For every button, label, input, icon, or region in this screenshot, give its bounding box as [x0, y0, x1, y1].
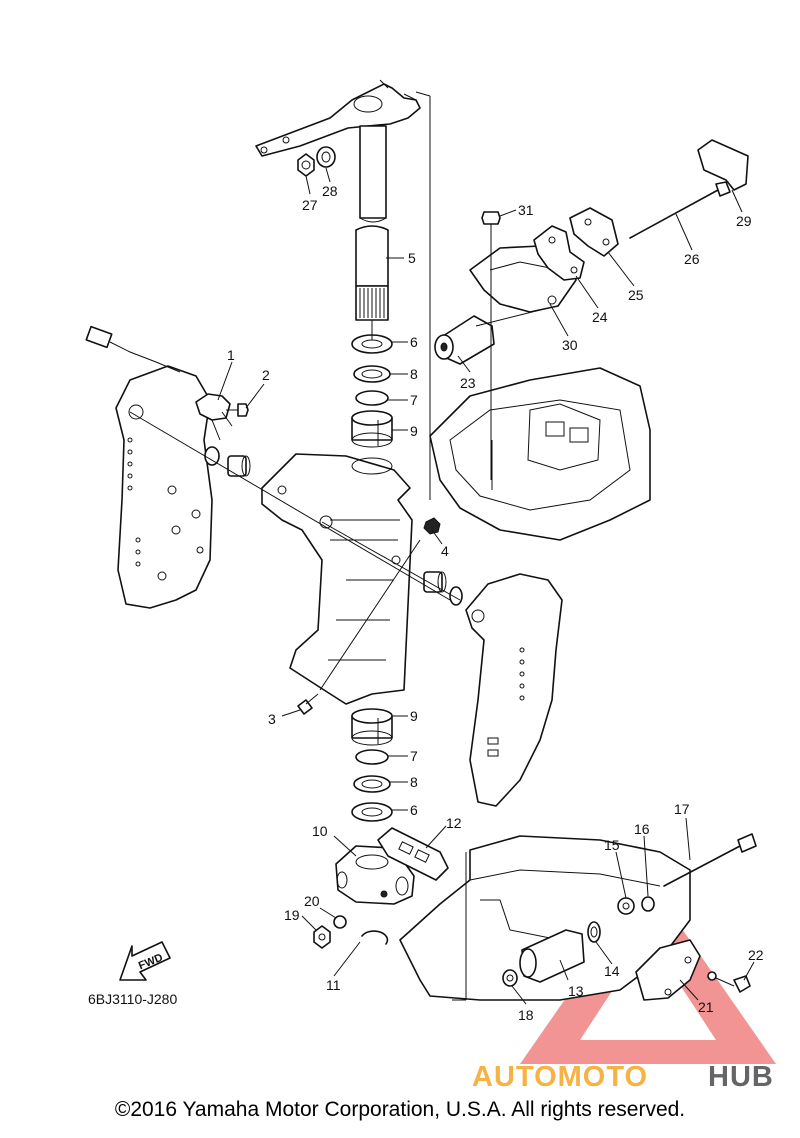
mount-rubber-13	[519, 929, 585, 983]
callout-23: 23	[460, 375, 476, 391]
guide-lines	[129, 91, 541, 1001]
fwd-arrow-icon: FWD	[119, 941, 171, 981]
lower-oring-7	[355, 749, 389, 765]
mount-rubber-23	[434, 315, 495, 365]
plate-12	[377, 827, 449, 881]
callout-8-lower: 8	[410, 774, 418, 790]
bolt-17	[663, 833, 757, 887]
callout-17: 17	[674, 801, 690, 817]
callout-4: 4	[441, 543, 449, 559]
callout-13: 13	[568, 983, 584, 999]
callout-9-upper: 9	[410, 423, 418, 439]
callout-3: 3	[268, 711, 276, 727]
upper-mount-housing	[429, 367, 651, 541]
washer-15	[617, 897, 635, 915]
callout-19: 19	[284, 907, 300, 923]
callout-9-lower: 9	[410, 708, 418, 724]
cover-21	[635, 939, 701, 1001]
callout-labels: 1 2 3 4 5 6 6 7 7 8 8 9 9 10 11 12 13 14…	[227, 183, 764, 1023]
steering-arm	[255, 79, 421, 157]
leader-lines	[217, 167, 755, 1005]
lower-casing	[399, 835, 691, 1001]
lower-seal-6	[351, 802, 393, 822]
watermark-text-a: AUTOMOTO	[472, 1061, 648, 1093]
steering-shaft	[355, 125, 389, 321]
watermark-text: AUTOMOTO HUB	[472, 1061, 774, 1093]
watermark-text-b: HUB	[708, 1061, 774, 1093]
callout-28: 28	[322, 183, 338, 199]
copyright-footer: ©2016 Yamaha Motor Corporation, U.S.A. A…	[114, 1098, 686, 1121]
callout-27: 27	[302, 197, 318, 213]
callout-25: 25	[628, 287, 644, 303]
callout-11: 11	[326, 977, 341, 993]
callout-15: 15	[604, 837, 620, 853]
upper-washer-8	[353, 365, 391, 383]
right-clamp-bracket	[465, 573, 563, 807]
callout-18: 18	[518, 1007, 534, 1023]
right-washer	[449, 586, 463, 606]
washer-20	[333, 915, 347, 929]
bolt-2	[226, 403, 249, 417]
washer-16	[641, 896, 655, 912]
plate-29	[697, 139, 749, 191]
callout-12: 12	[446, 815, 462, 831]
swivel-bracket	[261, 453, 413, 705]
bolt-22	[707, 971, 751, 993]
callout-26: 26	[684, 251, 700, 267]
tilt-switch-1	[195, 393, 233, 441]
callout-5: 5	[408, 250, 416, 266]
upper-oring-7	[355, 390, 389, 406]
callout-6-lower: 6	[410, 802, 418, 818]
plate-24	[533, 225, 585, 281]
callout-20: 20	[304, 893, 320, 909]
lower-bushing-9	[351, 708, 393, 746]
callout-2: 2	[262, 367, 270, 383]
callout-30: 30	[562, 337, 578, 353]
washer-14	[587, 921, 601, 943]
washer-28	[316, 146, 336, 168]
callout-31: 31	[518, 202, 534, 218]
clip-11	[361, 930, 389, 945]
callout-24: 24	[592, 309, 608, 325]
upper-bushing-9	[351, 410, 393, 448]
lower-washer-8	[353, 775, 391, 793]
bolt-31	[481, 211, 501, 248]
callout-7-lower: 7	[410, 748, 418, 764]
nut-27	[297, 153, 315, 177]
nut-19	[313, 925, 331, 949]
callout-7-upper: 7	[410, 392, 418, 408]
nut-4	[423, 517, 441, 535]
left-clamp-bracket	[115, 365, 213, 609]
callout-10: 10	[312, 823, 328, 839]
callout-22: 22	[748, 947, 764, 963]
lower-mount-housing-10	[335, 845, 415, 905]
callout-29: 29	[736, 213, 752, 229]
washer-18	[502, 969, 518, 987]
callout-1: 1	[227, 347, 235, 363]
bolt-26	[629, 181, 731, 239]
callout-6-upper: 6	[410, 334, 418, 350]
callout-8-upper: 8	[410, 366, 418, 382]
left-bushing	[227, 455, 251, 477]
callout-21: 21	[698, 999, 714, 1015]
plate-25	[569, 207, 619, 257]
left-washer	[204, 446, 220, 466]
wire-connector	[85, 325, 181, 373]
callout-16: 16	[634, 821, 650, 837]
screw-3	[297, 693, 319, 715]
callout-14: 14	[604, 963, 620, 979]
diagram-code: 6BJ3110-J280	[88, 991, 178, 1007]
